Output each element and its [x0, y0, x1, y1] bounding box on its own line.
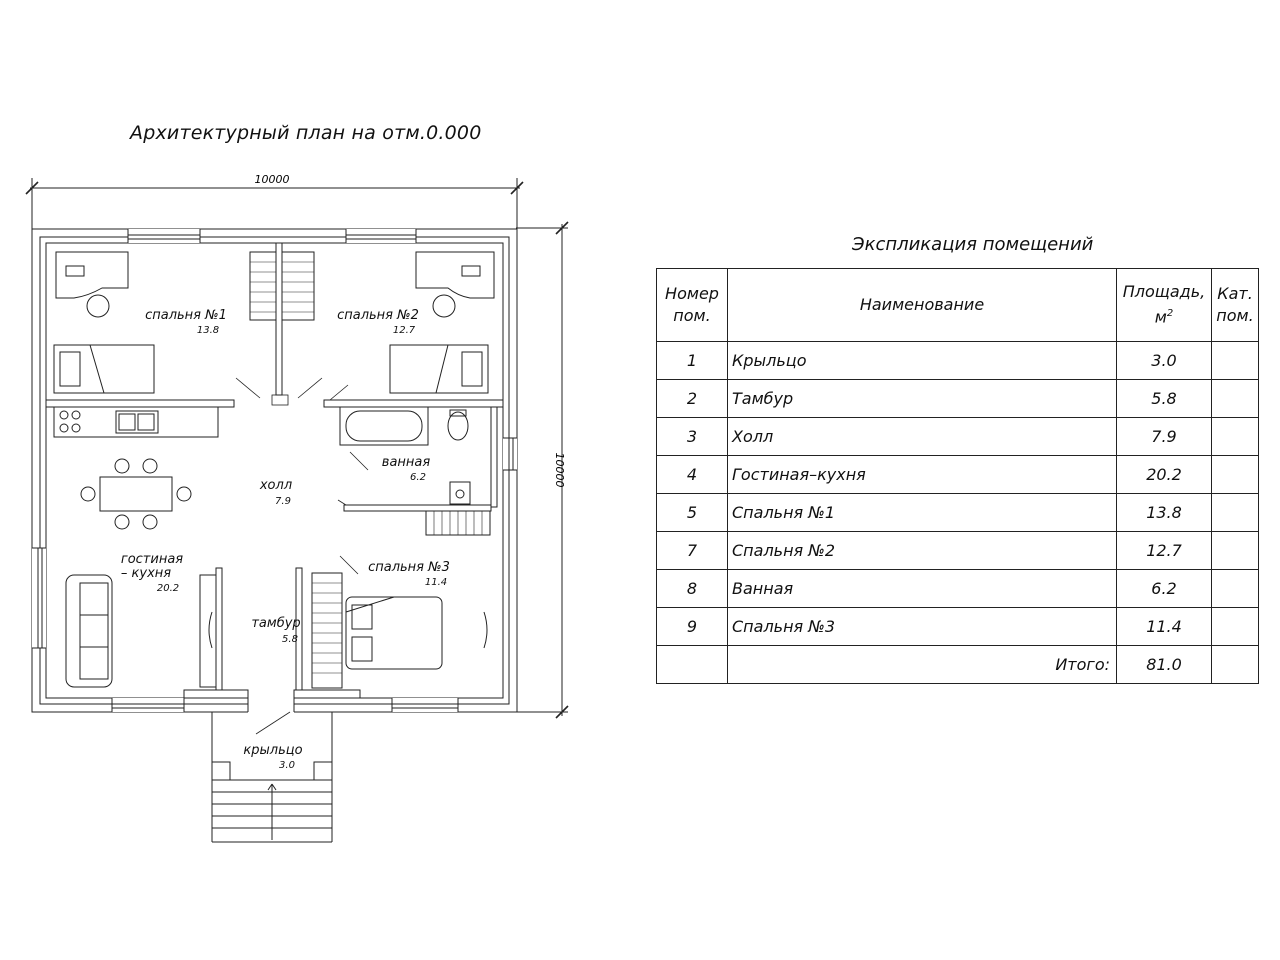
table-row: 4 Гостиная–кухня 20.2	[656, 455, 1259, 494]
dimension-width-label: 10000	[255, 173, 290, 186]
porch	[211, 712, 333, 843]
room-area-bathroom: 6.2	[410, 472, 426, 483]
desks	[55, 251, 495, 318]
tv-stands	[199, 574, 488, 688]
room-area-vestibule: 5.8	[282, 634, 298, 645]
beds	[53, 344, 489, 670]
room-area-living-kitchen: 20.2	[157, 583, 179, 594]
table-row: 5 Спальня №1 13.8	[656, 493, 1259, 532]
sofa	[65, 574, 113, 688]
room-label-bathroom: ванная	[382, 455, 431, 470]
dining-table	[80, 458, 192, 530]
table-row: 9 Спальня №3 11.4	[656, 607, 1259, 646]
explication-table: Номер пом. Наименование Площадь, м2 Кат.…	[656, 268, 1259, 684]
table-row: 2 Тамбур 5.8	[656, 379, 1259, 418]
room-label-bedroom-2: спальня №2	[337, 308, 419, 323]
table-row: 7 Спальня №2 12.7	[656, 531, 1259, 570]
explication-header-row: Номер пом. Наименование Площадь, м2 Кат.…	[656, 268, 1259, 342]
header-number: Номер пом.	[656, 268, 728, 342]
room-area-porch: 3.0	[279, 760, 295, 771]
outer-walls	[31, 228, 518, 713]
room-label-porch: крыльцо	[243, 743, 302, 758]
doors	[235, 377, 369, 735]
table-row: 3 Холл 7.9	[656, 417, 1259, 456]
header-category: Кат. пом.	[1211, 268, 1259, 342]
table-total-row: Итого: 81.0	[656, 645, 1259, 684]
table-row: 1 Крыльцо 3.0	[656, 341, 1259, 380]
plan-title: Архитектурный план на отм.0.000	[130, 122, 482, 144]
room-label-living-kitchen-1: гостиная	[121, 552, 183, 567]
room-label-living-kitchen-2: – кухня	[121, 566, 171, 581]
room-label-vestibule: тамбур	[251, 616, 300, 631]
dimension-height-label: 10000	[553, 453, 566, 488]
kitchen-counter	[53, 406, 219, 438]
dimension-height	[516, 221, 569, 719]
room-area-bedroom-2: 12.7	[393, 325, 416, 336]
dimension-width	[25, 178, 524, 232]
room-label-hall: холл	[259, 478, 292, 493]
header-area: Площадь, м2	[1116, 268, 1212, 342]
bathroom-fixtures	[339, 406, 471, 505]
wardrobes	[249, 251, 491, 689]
total-label: Итого:	[727, 645, 1117, 684]
room-area-hall: 7.9	[275, 496, 291, 507]
header-name: Наименование	[727, 268, 1117, 342]
total-value: 81.0	[1116, 645, 1212, 684]
room-label-bedroom-3: спальня №3	[368, 560, 450, 575]
room-area-bedroom-3: 11.4	[425, 577, 447, 588]
table-row: 8 Ванная 6.2	[656, 569, 1259, 608]
explication-title: Экспликация помещений	[852, 234, 1094, 255]
room-area-bedroom-1: 13.8	[197, 325, 219, 336]
room-label-bedroom-1: спальня №1	[145, 308, 227, 323]
